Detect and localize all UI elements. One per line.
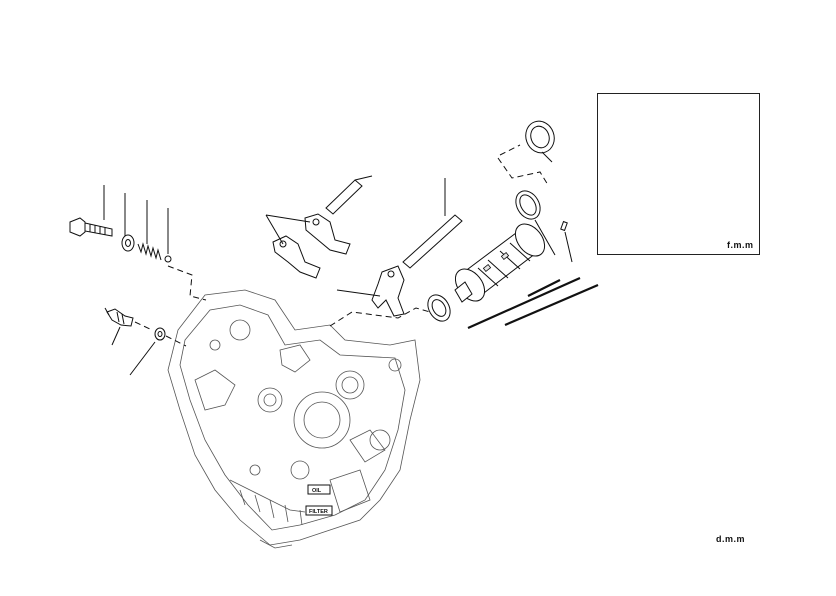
svg-text:FILTER: FILTER (309, 509, 328, 515)
neutral-switch (104, 307, 134, 327)
main-label: d.m.m (716, 534, 746, 544)
drum-circlip (515, 190, 541, 220)
sealing-washer (121, 234, 135, 252)
selector-fork-b (272, 235, 321, 279)
fork-rod-lower (402, 178, 463, 269)
detent-bolt (69, 217, 113, 237)
fork-rod-upper (325, 175, 373, 215)
selector-fork-c (371, 265, 405, 317)
selector-fork-a (304, 213, 351, 255)
inset-label: f.m.m (727, 240, 754, 250)
selector-drum (454, 223, 546, 303)
switch-washer (154, 327, 166, 341)
drum-washer (427, 294, 451, 322)
svg-text:OIL: OIL (312, 488, 322, 494)
crankcase: OIL FILTER (167, 289, 421, 549)
inset-detail-frame (597, 93, 760, 255)
drum-ring (525, 120, 555, 154)
detent-ball (164, 255, 172, 263)
detent-spring (137, 242, 162, 261)
drum-pin (560, 220, 568, 232)
